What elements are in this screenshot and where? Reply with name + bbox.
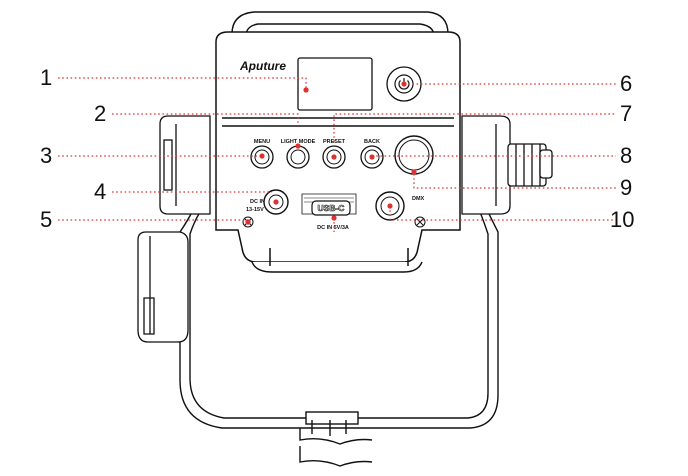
battery-plate — [137, 231, 189, 343]
dmx-label: DMX — [412, 196, 425, 202]
callout-1: 1 — [40, 65, 52, 90]
leader-10 — [333, 206, 616, 232]
mount-screw-right — [414, 216, 426, 228]
leader-9 — [413, 174, 616, 189]
display-screen — [297, 57, 373, 111]
leader-lines — [58, 77, 616, 232]
light-mode-label: LIGHT MODE — [281, 139, 316, 145]
left-yoke-knob — [159, 115, 211, 215]
preset-button[interactable]: PRESET — [322, 139, 346, 169]
callout-7: 7 — [620, 101, 632, 126]
dc-in-label-2: 13-15V — [246, 207, 264, 213]
callout-4: 4 — [94, 179, 106, 204]
right-yoke-knob — [461, 115, 553, 215]
callout-2: 2 — [94, 101, 106, 126]
callout-10: 10 — [610, 207, 634, 232]
callout-numbers: 1 2 3 4 5 6 7 8 9 10 — [40, 65, 634, 232]
menu-label: MENU — [254, 139, 270, 145]
usb-c-label: USB-C — [318, 203, 345, 213]
usb-c-caption: DC IN 5V/3A — [317, 225, 349, 231]
callout-5: 5 — [40, 207, 52, 232]
brand-logo: Aputure — [239, 59, 286, 73]
yoke — [179, 205, 499, 467]
callout-3: 3 — [40, 143, 52, 168]
dc-in-label-1: DC IN — [250, 199, 265, 205]
back-button[interactable]: BACK — [360, 139, 384, 169]
usb-c-port[interactable]: USB-C DC IN 5V/3A — [301, 193, 357, 231]
leader-1 — [58, 77, 307, 88]
callout-6: 6 — [620, 71, 632, 96]
leader-2 — [112, 113, 299, 124]
callout-8: 8 — [620, 143, 632, 168]
back-label: BACK — [364, 139, 380, 145]
light-mode-button[interactable]: LIGHT MODE — [281, 139, 316, 169]
callout-9: 9 — [620, 175, 632, 200]
control-knob[interactable] — [394, 135, 434, 175]
leader-7 — [333, 113, 616, 142]
